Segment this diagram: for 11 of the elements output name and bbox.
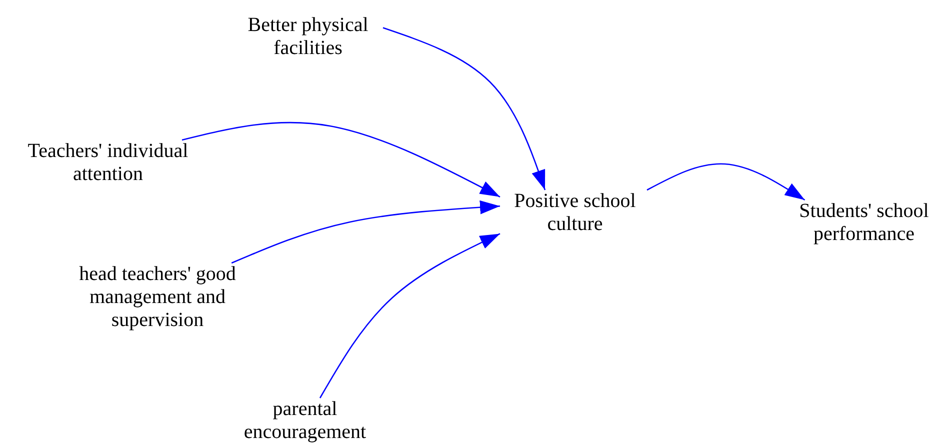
arrow: [182, 122, 500, 198]
node-label: Students' school performance: [798, 200, 930, 246]
arrow: [382, 27, 546, 190]
node-label: head teachers' good management and supervision: [78, 263, 237, 332]
node-label: Positive school culture: [513, 190, 637, 236]
node-label: Better physical facilities: [246, 14, 370, 60]
node-label: parental encouragement: [242, 398, 368, 444]
node-label: Teachers' individual attention: [26, 140, 190, 186]
arrow: [646, 163, 806, 201]
arrow: [319, 233, 500, 398]
arrow: [231, 200, 500, 264]
